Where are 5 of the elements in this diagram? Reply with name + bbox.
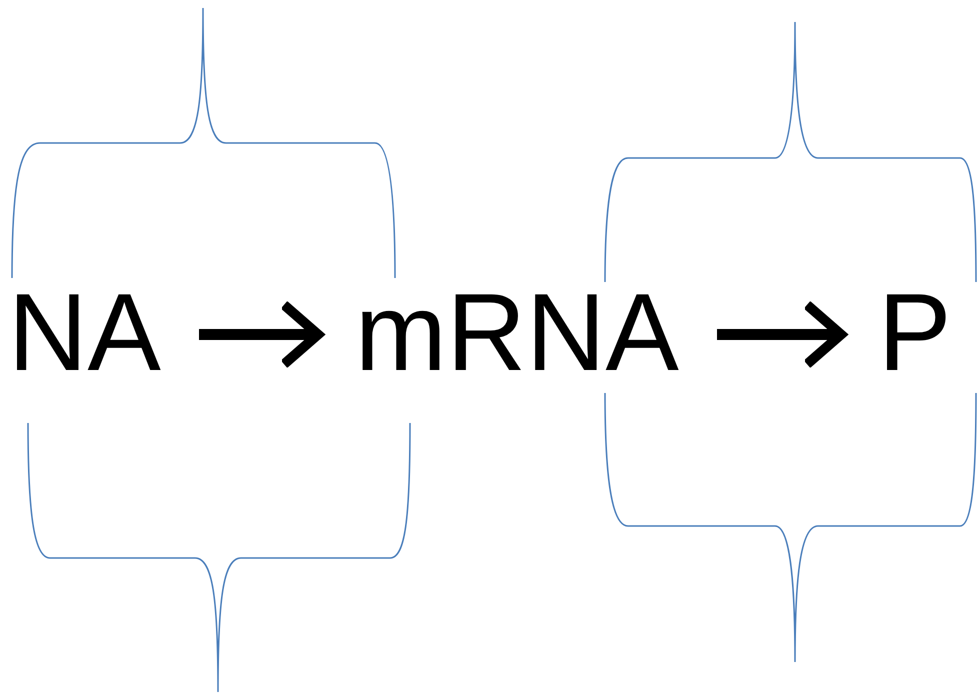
word-label: NA [8,270,161,395]
arrow [199,300,324,370]
word-label: mRNA [355,270,679,395]
word-label: P [878,270,952,395]
arrow [717,300,846,370]
